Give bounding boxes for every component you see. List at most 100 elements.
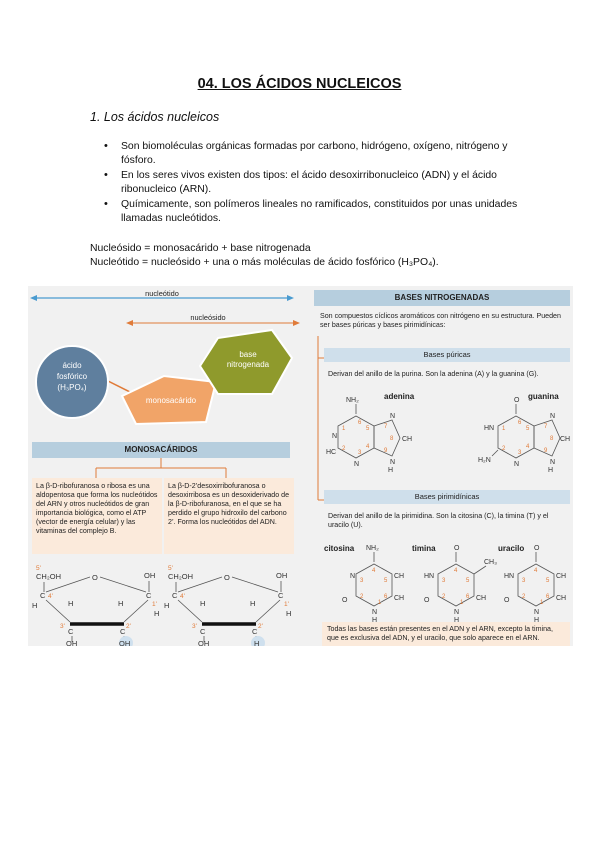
nucleoside-formula: Nucleósido = monosacárido + base nitroge… (90, 243, 311, 254)
svg-text:1: 1 (540, 600, 544, 606)
svg-text:O: O (454, 545, 460, 552)
svg-text:C: C (252, 627, 258, 636)
svg-text:N: N (390, 413, 395, 420)
svg-text:3: 3 (358, 450, 362, 456)
ribose-structure: 5' CH₂OH O OH C C 4' 1' H H H H 3' 2' C … (32, 565, 159, 646)
svg-text:CH: CH (556, 573, 566, 580)
svg-text:CH: CH (394, 595, 404, 602)
svg-text:1: 1 (342, 426, 346, 432)
thymine-structure: O CH₃ HN CH O N H 4 3 2 1 6 5 (424, 545, 497, 624)
pyrimidine-structures: NH₂ N CH CH O N H 4 3 2 1 6 5 O CH₃ HN C… (342, 545, 566, 624)
svg-text:2: 2 (442, 594, 446, 600)
svg-text:C: C (172, 591, 178, 600)
nucleotide-formula: Nucleótido = nucleósido + una o más molé… (90, 257, 439, 268)
svg-text:N: N (514, 461, 519, 468)
svg-text:C: C (120, 627, 126, 636)
svg-text:CH₂OH: CH₂OH (36, 572, 61, 581)
phosphoric-acid-circle (35, 345, 109, 419)
svg-text:CH: CH (394, 573, 404, 580)
nitrogen-base-hexagon (198, 328, 294, 395)
svg-text:2': 2' (126, 623, 131, 630)
thymine-label: timina (412, 544, 436, 553)
svg-text:9: 9 (544, 448, 548, 454)
svg-text:HC: HC (326, 449, 336, 456)
svg-text:3: 3 (522, 578, 526, 584)
svg-text:H: H (118, 599, 123, 608)
svg-text:2: 2 (522, 594, 526, 600)
svg-text:H: H (534, 617, 539, 624)
guanine-structure: O HN N CH N H N H₂N 1 2 3 4 5 6 7 8 9 (478, 397, 570, 474)
svg-text:H: H (164, 601, 169, 610)
guanine-label: guanina (528, 392, 559, 401)
svg-text:5: 5 (366, 426, 370, 432)
page-title: 04. LOS ÁCIDOS NUCLEICOS (197, 76, 402, 92)
svg-text:O: O (92, 573, 98, 582)
nucleotide-diagram (30, 295, 300, 426)
svg-text:N: N (534, 609, 539, 616)
svg-text:OH: OH (66, 639, 77, 646)
svg-text:O: O (342, 597, 348, 604)
purine-header: Bases púricas (324, 348, 570, 362)
svg-text:8: 8 (390, 436, 394, 442)
adenine-label: adenina (384, 392, 415, 401)
svg-text:1: 1 (378, 600, 382, 606)
svg-text:6: 6 (384, 594, 388, 600)
svg-text:6: 6 (358, 420, 362, 426)
svg-text:OH: OH (276, 571, 287, 580)
svg-text:O: O (224, 573, 230, 582)
svg-text:H: H (548, 467, 553, 474)
svg-text:H: H (454, 617, 459, 624)
svg-text:8: 8 (550, 436, 554, 442)
svg-text:H: H (372, 617, 377, 624)
svg-text:7: 7 (384, 424, 388, 430)
svg-text:5: 5 (526, 426, 530, 432)
svg-text:H₂N: H₂N (478, 457, 491, 464)
monosaccharides-header: MONOSACÁRIDOS (32, 442, 290, 458)
svg-text:O: O (424, 597, 430, 604)
svg-text:6: 6 (518, 420, 522, 426)
svg-text:4: 4 (526, 444, 530, 450)
svg-text:4': 4' (48, 593, 53, 600)
svg-text:NH₂: NH₂ (366, 545, 379, 552)
svg-text:O: O (504, 597, 510, 604)
bases-intro: Son compuestos cíclicos aromáticos con n… (320, 312, 561, 329)
monosaccharide-label: monosacárido (145, 396, 197, 405)
svg-text:5': 5' (168, 565, 173, 572)
nucleoside-label: nucleósido (190, 313, 226, 322)
svg-text:CH: CH (560, 436, 570, 443)
svg-text:CH₃: CH₃ (484, 559, 497, 566)
svg-text:N: N (372, 609, 377, 616)
svg-text:4: 4 (372, 568, 376, 574)
bullet-list: Son biomoléculas orgánicas formadas por … (104, 140, 524, 228)
svg-text:3: 3 (360, 578, 364, 584)
svg-text:5: 5 (466, 578, 470, 584)
svg-text:N: N (454, 609, 459, 616)
bullet-item: Químicamente, son polímeros lineales no … (104, 198, 524, 225)
svg-text:OH: OH (198, 639, 209, 646)
formulas: Nucleósido = monosacárido + base nitroge… (90, 242, 439, 270)
svg-text:N: N (550, 413, 555, 420)
svg-text:H: H (286, 609, 291, 618)
svg-text:H: H (254, 639, 259, 646)
svg-text:CH: CH (402, 436, 412, 443)
svg-text:H: H (32, 601, 37, 610)
svg-text:1: 1 (502, 426, 506, 432)
bases-footer-note: Todas las bases están presentes en el AD… (322, 622, 570, 646)
svg-text:H: H (388, 467, 393, 474)
svg-text:HN: HN (504, 573, 514, 580)
nucleotide-label: nucleótido (145, 289, 179, 298)
cytosine-label: citosina (324, 544, 355, 553)
svg-text:N: N (350, 573, 355, 580)
svg-text:H: H (250, 599, 255, 608)
svg-text:C: C (200, 627, 206, 636)
bullet-item: En los seres vivos existen dos tipos: el… (104, 169, 524, 196)
svg-text:1: 1 (460, 600, 464, 606)
svg-text:4: 4 (454, 568, 458, 574)
bullet-item: Son biomoléculas orgánicas formadas por … (104, 140, 524, 167)
deoxyribose-description: La β-D-2’desoxirribofuranosa o desoxirri… (164, 478, 294, 554)
purine-structures: NH₂ N N CH N H HC N 1 2 3 4 5 6 7 8 9 O (326, 397, 570, 474)
svg-text:5': 5' (36, 565, 41, 572)
